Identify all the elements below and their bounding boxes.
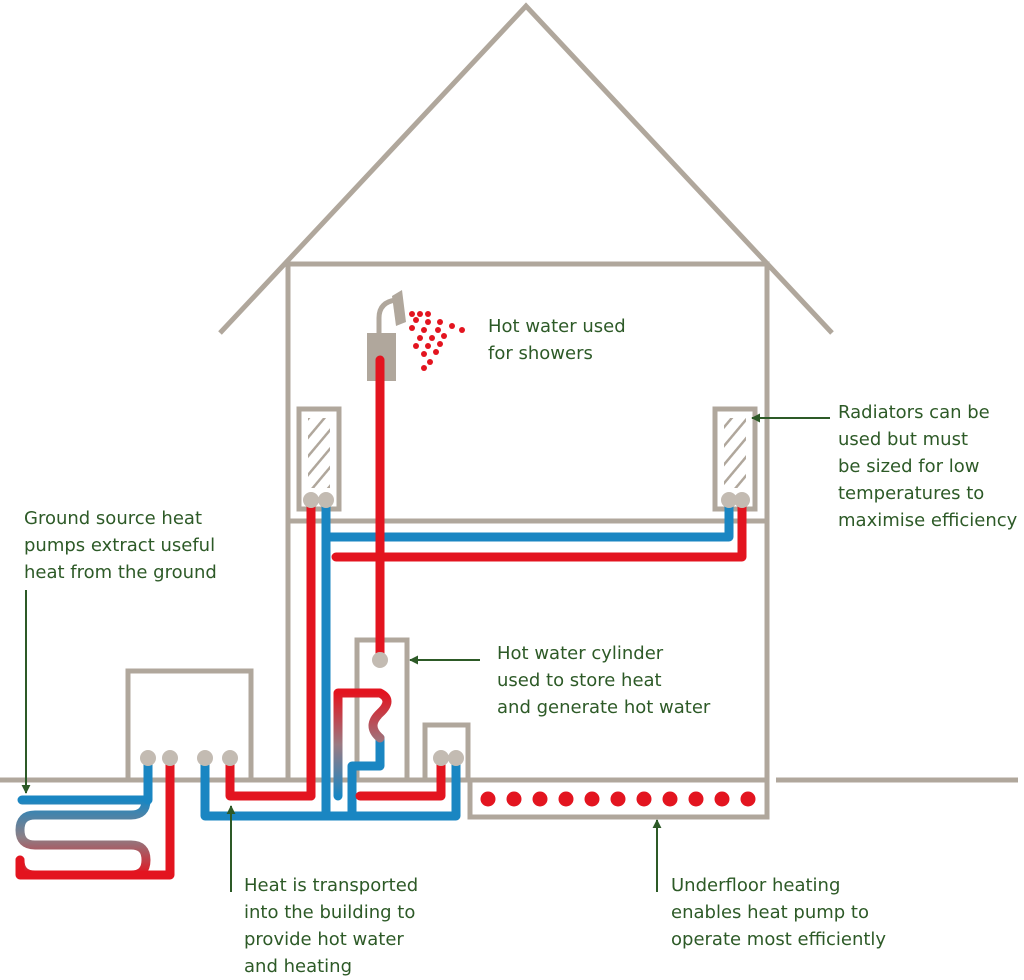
label-radiators: Radiators can be used but must be sized …	[838, 402, 1018, 531]
upstairs-hot-branch	[331, 492, 747, 562]
manifold-hot-feed	[355, 753, 446, 801]
shower-spray	[409, 311, 465, 371]
label-underfloor: Underfloor heating enables heat pump to …	[671, 875, 887, 950]
radiator-left	[296, 406, 342, 512]
underfloor-slab	[467, 777, 770, 820]
manifold-box	[422, 722, 471, 783]
radiator-right	[712, 406, 758, 512]
house-structure	[0, 2, 1018, 820]
roof	[218, 2, 834, 335]
label-ground-source: Ground source heat pumps extract useful …	[24, 508, 217, 583]
cylinder-coil	[333, 688, 392, 801]
label-cylinder: Hot water cylinder used to store heat an…	[497, 643, 711, 718]
pipe-connectors	[140, 492, 750, 766]
ground-loop	[15, 795, 151, 880]
main-cold-return	[200, 753, 461, 821]
main-hot-flow	[225, 753, 316, 801]
label-transport: Heat is transported into the building to…	[244, 875, 419, 977]
pipes	[15, 355, 747, 880]
label-showers: Hot water used for showers	[488, 316, 626, 364]
callout-arrows	[21, 413, 830, 892]
cylinder-cold-return	[347, 733, 385, 821]
shower-head-icon	[367, 290, 406, 381]
underfloor-heating-pipes	[480, 791, 756, 807]
upstairs-cold-flow	[321, 492, 734, 542]
heat-pump-unit	[125, 668, 254, 783]
ground-hot-return	[15, 753, 175, 880]
